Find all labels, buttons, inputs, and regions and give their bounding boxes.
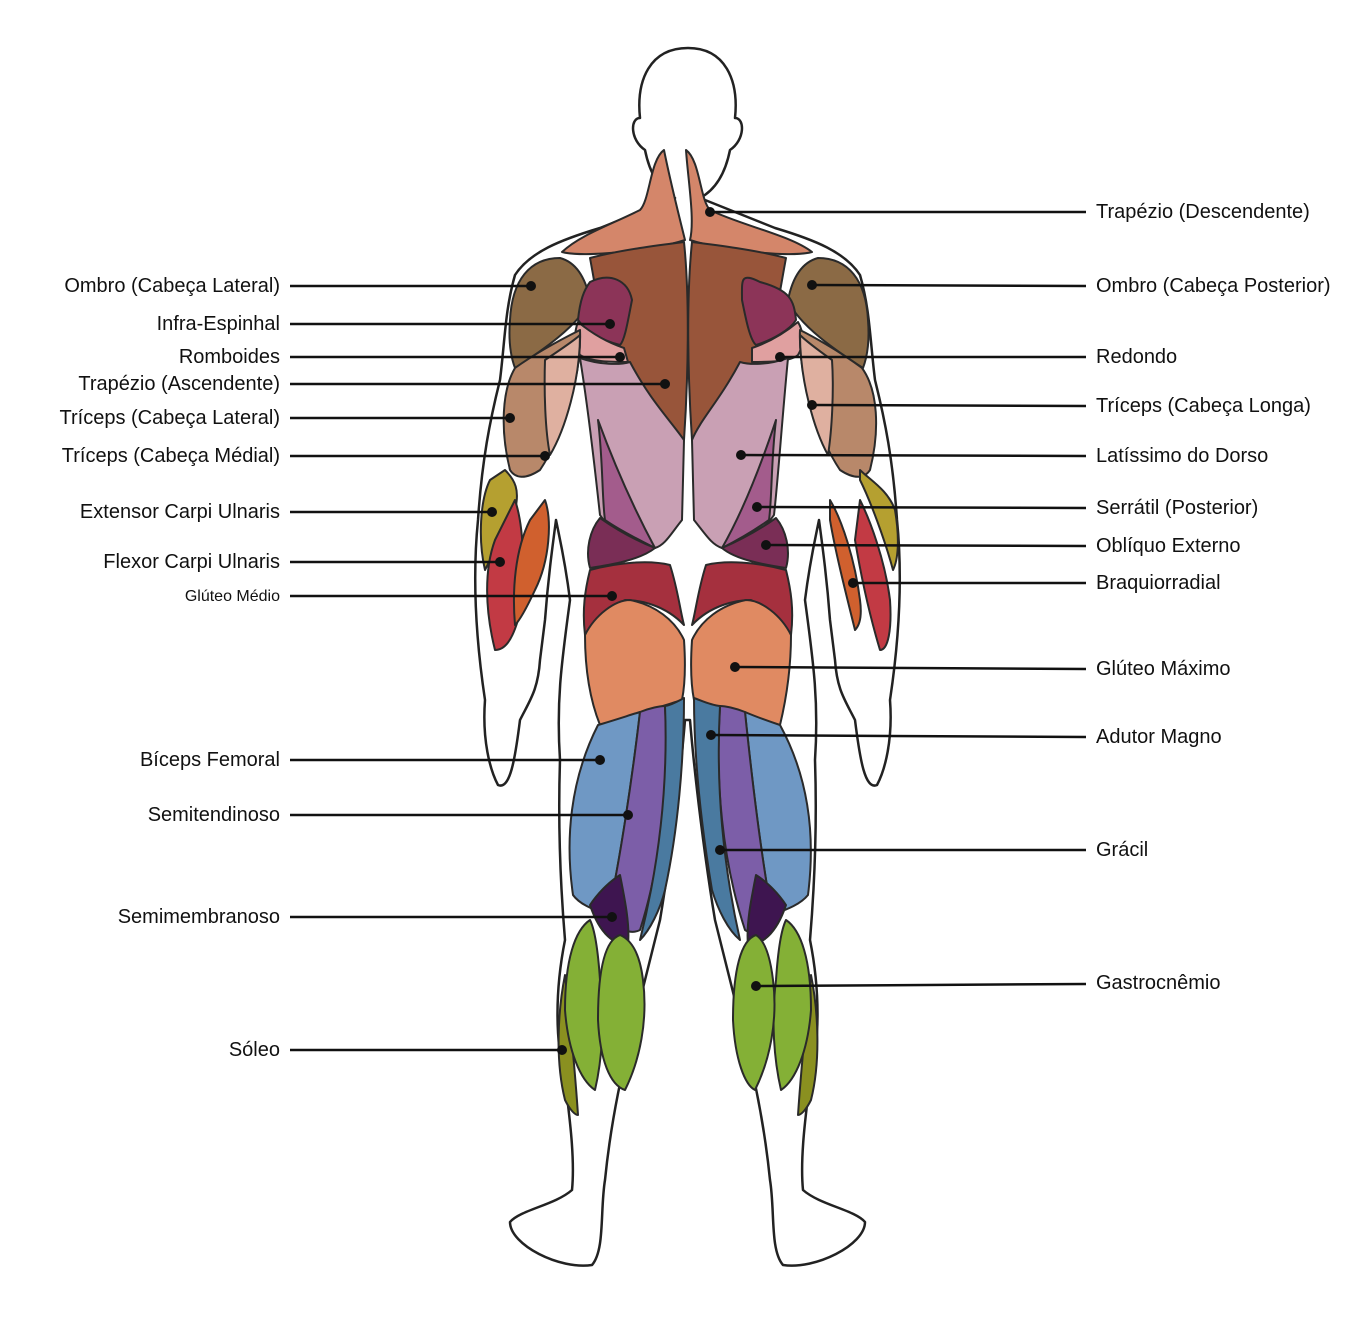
brachioradialis-right: [829, 499, 862, 631]
leader-triceps-long: [811, 403, 1087, 408]
right-leader-lines: [705, 207, 1087, 991]
label-flexor-carpi-ulnaris: Flexor Carpi Ulnaris: [103, 551, 280, 573]
trapezius-descending: [685, 149, 813, 256]
dot-gastrocnemius: [751, 981, 761, 991]
label-gastrocnemius: Gastrocnêmio: [1096, 972, 1221, 994]
label-teres: Redondo: [1096, 346, 1178, 368]
semimembranosus-right: [746, 874, 787, 946]
dot-trapezius-descending: [705, 207, 715, 217]
gastrocnemius-right-inner: [732, 934, 776, 1091]
dot-biceps-femoris: [595, 755, 605, 765]
body-figure: [473, 46, 902, 1267]
dot-rhomboids: [615, 352, 625, 362]
label-semimembranosus: Semimembranoso: [117, 906, 280, 928]
label-biceps-femoris: Bíceps Femoral: [139, 749, 280, 771]
leader-gastrocnemius: [755, 982, 1087, 988]
label-serratus-posterior: Serrátil (Posterior): [1096, 497, 1259, 519]
infraspinatus-right: [740, 276, 797, 346]
label-trapezius-ascending: Trapézio (Ascendente): [78, 373, 280, 395]
triceps-inner-right: [799, 334, 834, 456]
adductor-right: [693, 697, 741, 941]
leader-oblique: [765, 543, 1087, 548]
left-leader-lines: [290, 281, 670, 1055]
label-gluteus-maximus: Glúteo Máximo: [1096, 658, 1231, 680]
dot-triceps-medial: [540, 451, 550, 461]
dot-infraspinatus: [605, 319, 615, 329]
label-gluteus-medius: Glúteo Médio: [184, 588, 280, 605]
label-gracilis: Grácil: [1096, 839, 1149, 861]
label-triceps-lateral: Tríceps (Cabeça Lateral): [59, 407, 280, 429]
oblique-right: [721, 517, 789, 569]
leader-gluteus-maximus: [734, 665, 1087, 671]
oblique-left: [587, 517, 656, 569]
glute-max-left: [584, 599, 686, 726]
label-triceps-medial: Tríceps (Cabeça Médial): [61, 445, 280, 467]
label-adductor-magnus: Adutor Magno: [1096, 726, 1222, 748]
dot-flexor: [495, 557, 505, 567]
dot-gluteus-maximus: [730, 662, 740, 672]
dot-deltoid-posterior: [807, 280, 817, 290]
dot-trapezius-ascending: [660, 379, 670, 389]
leader-serratus: [756, 505, 1087, 510]
dot-soleus: [557, 1045, 567, 1055]
label-deltoid-lateral: Ombro (Cabeça Lateral): [64, 275, 280, 297]
dot-oblique: [761, 540, 771, 550]
serratus-left: [597, 419, 656, 549]
triceps-inner-left: [543, 334, 581, 456]
gastrocnemius-left-inner: [597, 934, 646, 1091]
label-latissimus-dorsi: Latíssimo do Dorso: [1096, 445, 1269, 467]
label-external-oblique: Oblíquo Externo: [1096, 535, 1241, 557]
dot-extensor: [487, 507, 497, 517]
dot-latissimus: [736, 450, 746, 460]
label-infraspinatus: Infra-Espinhal: [156, 313, 280, 335]
glute-medius-right: [691, 561, 794, 636]
dot-semimembranosus: [607, 912, 617, 922]
label-deltoid-posterior: Ombro (Cabeça Posterior): [1096, 275, 1331, 297]
leader-adductor: [710, 733, 1087, 739]
dot-adductor: [706, 730, 716, 740]
label-extensor-carpi-ulnaris: Extensor Carpi Ulnaris: [79, 501, 280, 523]
serratus-right: [721, 419, 777, 549]
label-rhomboids: Romboides: [178, 346, 280, 368]
adductor-left: [639, 697, 685, 941]
dot-gracilis: [715, 845, 725, 855]
gastrocnemius-right-outer: [772, 919, 812, 1091]
label-trapezius-descending: Trapézio (Descendente): [1096, 201, 1310, 223]
glute-max-right: [690, 599, 792, 726]
dot-brachioradialis: [848, 578, 858, 588]
dot-semitendinosus: [623, 810, 633, 820]
label-soleus: Sóleo: [228, 1039, 280, 1061]
leader-deltoid-posterior: [811, 283, 1087, 288]
dot-deltoid-lateral: [526, 281, 536, 291]
trapezius-descending-left: [561, 149, 686, 256]
glute-medius-left: [582, 561, 685, 636]
label-semitendinosus: Semitendinoso: [147, 804, 280, 826]
label-triceps-long: Tríceps (Cabeça Longa): [1096, 395, 1311, 417]
brachioradialis-left: [512, 499, 550, 626]
leader-latissimus: [740, 453, 1087, 458]
dot-triceps-lateral: [505, 413, 515, 423]
infraspinatus-left: [577, 276, 633, 346]
dot-triceps-long: [807, 400, 817, 410]
flexor-right: [854, 499, 892, 651]
gastrocnemius-left-outer: [564, 919, 604, 1091]
dot-gluteus-medius: [607, 591, 617, 601]
label-brachioradialis: Braquiorradial: [1096, 572, 1221, 594]
semimembranosus-left: [589, 874, 630, 946]
dot-serratus: [752, 502, 762, 512]
body-outline: [473, 46, 902, 1267]
dot-teres: [775, 352, 785, 362]
